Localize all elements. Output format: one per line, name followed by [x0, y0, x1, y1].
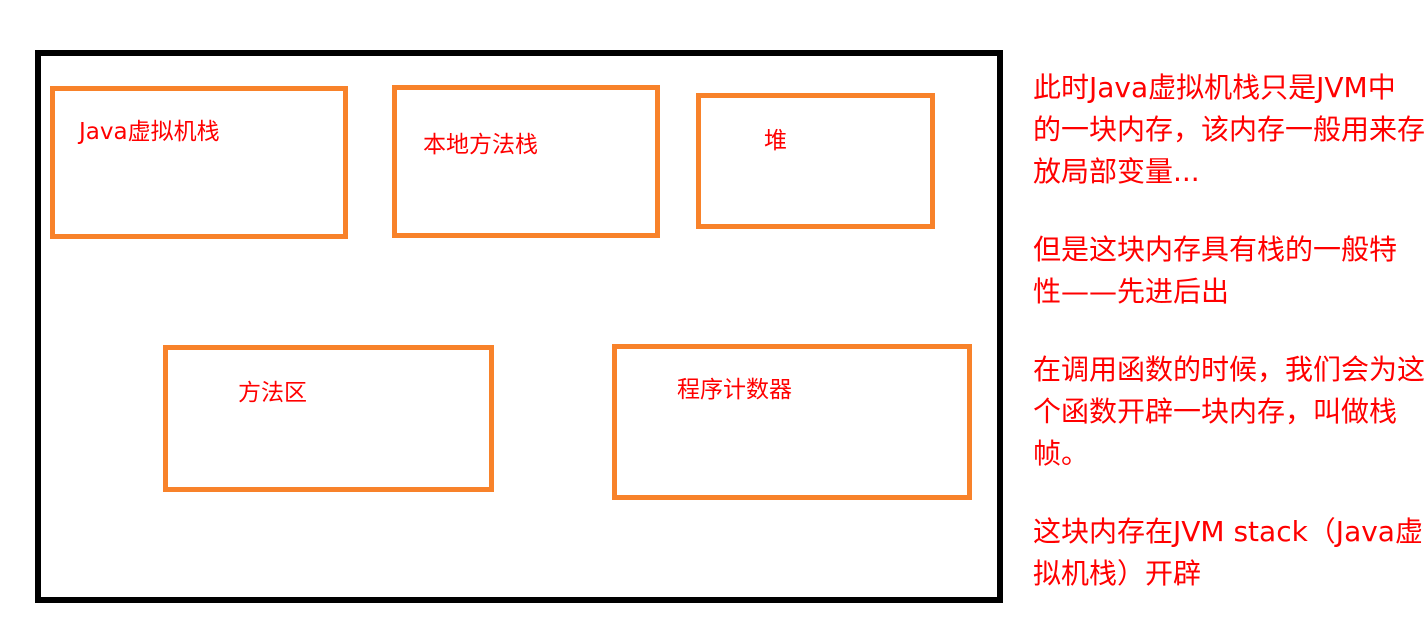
- box-java-vm-stack-label: Java虚拟机栈: [79, 119, 220, 145]
- note-line: 此时Java虚拟机栈只是JVM中: [1033, 71, 1396, 104]
- note-line: 拟机栈）开辟: [1033, 557, 1202, 590]
- note-paragraph-3: 在调用函数的时候，我们会为这 个函数开辟一块内存，叫做栈 帧。: [1033, 349, 1426, 475]
- box-heap: 堆: [696, 93, 935, 229]
- box-method-area-label: 方法区: [238, 380, 307, 406]
- box-java-vm-stack: Java虚拟机栈: [50, 86, 348, 239]
- note-line: 放局部变量...: [1033, 155, 1200, 188]
- box-native-method-stack-label: 本地方法栈: [423, 132, 538, 158]
- box-native-method-stack: 本地方法栈: [392, 85, 660, 238]
- note-line: 性——先进后出: [1033, 275, 1230, 308]
- notes-column: 此时Java虚拟机栈只是JVM中 的一块内存，该内存一般用来存 放局部变量...…: [1033, 67, 1426, 624]
- note-line: 帧。: [1033, 437, 1090, 470]
- note-paragraph-4: 这块内存在JVM stack（Java虚 拟机栈）开辟: [1033, 511, 1426, 595]
- note-line: 的一块内存，该内存一般用来存: [1033, 113, 1426, 146]
- note-paragraph-2: 但是这块内存具有栈的一般特 性——先进后出: [1033, 229, 1426, 313]
- note-line: 个函数开辟一块内存，叫做栈: [1033, 395, 1398, 428]
- box-method-area: 方法区: [163, 345, 494, 492]
- box-program-counter-label: 程序计数器: [677, 377, 792, 403]
- note-line: 但是这块内存具有栈的一般特: [1033, 233, 1398, 266]
- note-line: 这块内存在JVM stack（Java虚: [1033, 515, 1423, 548]
- box-heap-label: 堆: [764, 128, 787, 154]
- box-program-counter: 程序计数器: [612, 344, 972, 500]
- note-paragraph-1: 此时Java虚拟机栈只是JVM中 的一块内存，该内存一般用来存 放局部变量...: [1033, 67, 1426, 193]
- note-line: 在调用函数的时候，我们会为这: [1033, 353, 1426, 386]
